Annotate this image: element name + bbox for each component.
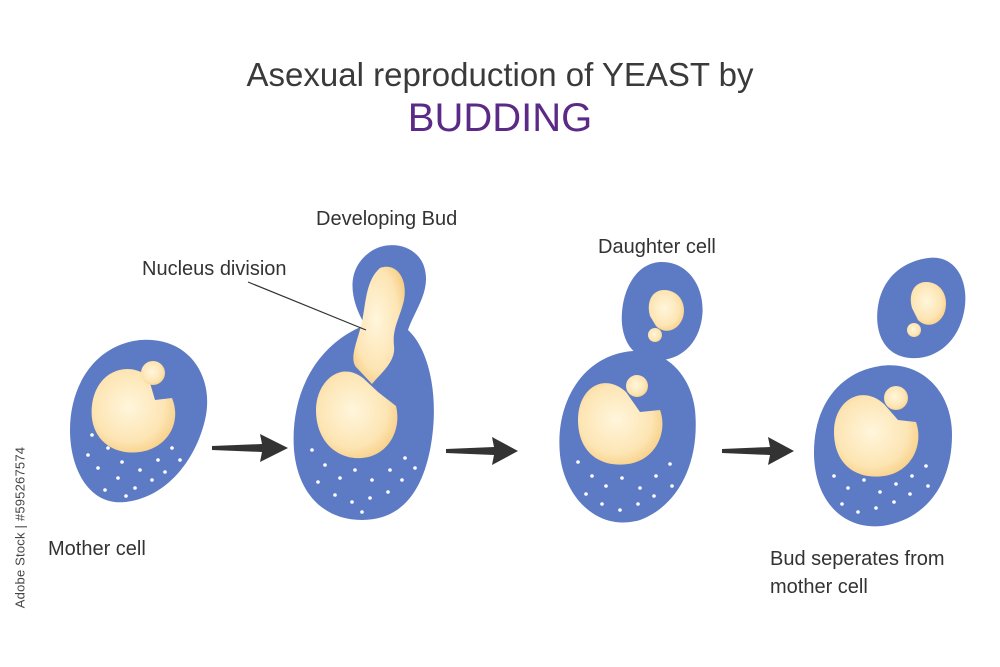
stage-2-developing-bud bbox=[247, 245, 434, 520]
right-arrow-icon bbox=[212, 434, 288, 462]
label-bud-separates-line-1: Bud seperates from bbox=[770, 548, 945, 570]
granules bbox=[576, 460, 674, 512]
stage-3-daughter-cell bbox=[559, 262, 703, 523]
mother-nucleolus bbox=[626, 375, 648, 397]
nucleus bbox=[91, 368, 176, 453]
mother-nucleolus bbox=[884, 386, 908, 410]
nucleus-division-pointer bbox=[247, 281, 367, 331]
bud-nucleolus bbox=[907, 323, 921, 337]
label-bud-separates-line-2: mother cell bbox=[770, 576, 868, 598]
granules bbox=[832, 464, 930, 514]
stage-4-bud-separated bbox=[813, 257, 966, 527]
label-daughter-cell: Daughter cell bbox=[598, 236, 716, 258]
nucleus bbox=[353, 266, 405, 384]
label-mother-cell: Mother cell bbox=[48, 538, 146, 560]
stock-watermark: Adobe Stock | #595267574 bbox=[12, 446, 28, 609]
label-nucleus-division: Nucleus division bbox=[142, 258, 287, 280]
daughter-nucleus bbox=[648, 290, 684, 331]
mother-nucleus bbox=[834, 395, 919, 477]
mother-nucleus bbox=[578, 383, 663, 465]
bud-nucleus bbox=[910, 282, 946, 325]
stage-1-mother-cell bbox=[70, 339, 208, 503]
right-arrow-icon bbox=[722, 437, 794, 465]
title-line-1: Asexual reproduction of YEAST by bbox=[246, 56, 754, 93]
granules bbox=[310, 448, 417, 514]
nucleolus bbox=[141, 361, 165, 385]
daughter-nucleolus bbox=[648, 328, 662, 342]
nucleus-lower bbox=[316, 371, 398, 459]
label-developing-bud: Developing Bud bbox=[316, 208, 458, 230]
right-arrow-icon bbox=[446, 437, 518, 465]
granules bbox=[86, 433, 182, 498]
title-line-2: BUDDING bbox=[407, 96, 593, 140]
